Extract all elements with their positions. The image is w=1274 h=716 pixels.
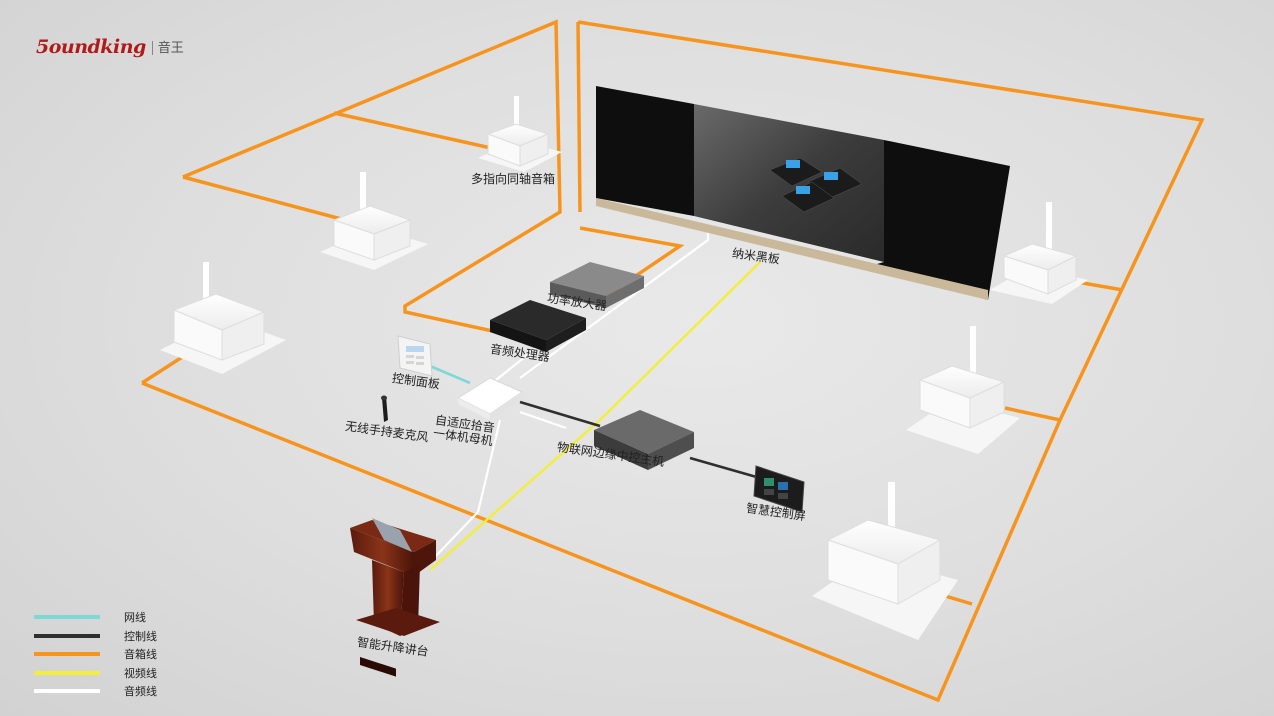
mic-host-unit <box>456 377 524 420</box>
logo-separator <box>151 41 153 55</box>
legend-label: 控制线 <box>124 629 157 643</box>
audio-line-processor <box>495 344 541 381</box>
speaker-right-mid <box>906 326 1020 454</box>
legend-swatch <box>34 615 100 620</box>
control-line-iot-to-screen <box>689 456 761 480</box>
label-speaker-multi: 多指向同轴音箱 <box>471 172 556 186</box>
brand-cn-name: 音王 <box>157 41 184 56</box>
legend-item-video: 视频线 <box>34 664 157 683</box>
blackboard-left-panel <box>596 86 694 216</box>
legend-item-network: 网线 <box>34 608 157 627</box>
speaker-rear-left <box>478 96 562 172</box>
power-amplifier <box>550 262 644 308</box>
control-cable-lines <box>519 400 761 480</box>
wireless-mic-device <box>381 395 388 422</box>
smart-control-screen-device <box>753 465 805 513</box>
legend-item-control: 控制线 <box>34 627 157 646</box>
screen-windows-icon <box>769 157 863 213</box>
legend-label: 音频线 <box>124 685 157 699</box>
brand-name: 5oundking <box>36 36 146 58</box>
audio-processor <box>490 300 586 352</box>
network-cable-line <box>429 364 471 385</box>
nano-blackboard <box>596 86 1010 300</box>
speaker-right-rear <box>990 202 1088 304</box>
left-wall-branch-mid <box>182 175 346 222</box>
left-wall-branch-top <box>333 111 501 152</box>
speaker-units <box>160 96 1088 640</box>
audio-line-podium <box>431 419 502 561</box>
legend-swatch <box>34 689 100 694</box>
speaker-left-front <box>160 262 286 374</box>
iot-edge-controller <box>594 410 694 470</box>
legend-label: 网线 <box>124 611 146 625</box>
control-panel-device <box>397 335 433 377</box>
speaker-left-mid <box>320 172 428 270</box>
legend-item-audio: 音频线 <box>34 682 157 701</box>
left-wall-speaker-line <box>182 19 562 340</box>
control-line-host-to-iot <box>519 400 601 428</box>
speaker-right-front <box>812 482 958 640</box>
smart-podium <box>350 518 440 677</box>
legend-label: 视频线 <box>124 666 157 680</box>
legend-item-speaker: 音箱线 <box>34 645 157 664</box>
legend-swatch <box>34 633 100 638</box>
legend-swatch <box>34 652 100 657</box>
right-branch-2 <box>1004 406 1061 422</box>
video-cable-line <box>429 261 761 571</box>
right-branch-1 <box>1076 280 1124 292</box>
legend-swatch <box>34 670 100 675</box>
audio-line-host <box>519 410 567 430</box>
soundking-logo: 5oundking 音王 <box>36 22 184 58</box>
speaker-cable-lines <box>141 19 1205 703</box>
cable-legend: 网线 控制线 音箱线 视频线 音频线 <box>34 608 157 701</box>
legend-label: 音箱线 <box>124 648 157 662</box>
right-wall-vertical <box>576 21 582 213</box>
blackboard-right-panel <box>870 140 1010 300</box>
blackboard-tray <box>596 198 988 300</box>
